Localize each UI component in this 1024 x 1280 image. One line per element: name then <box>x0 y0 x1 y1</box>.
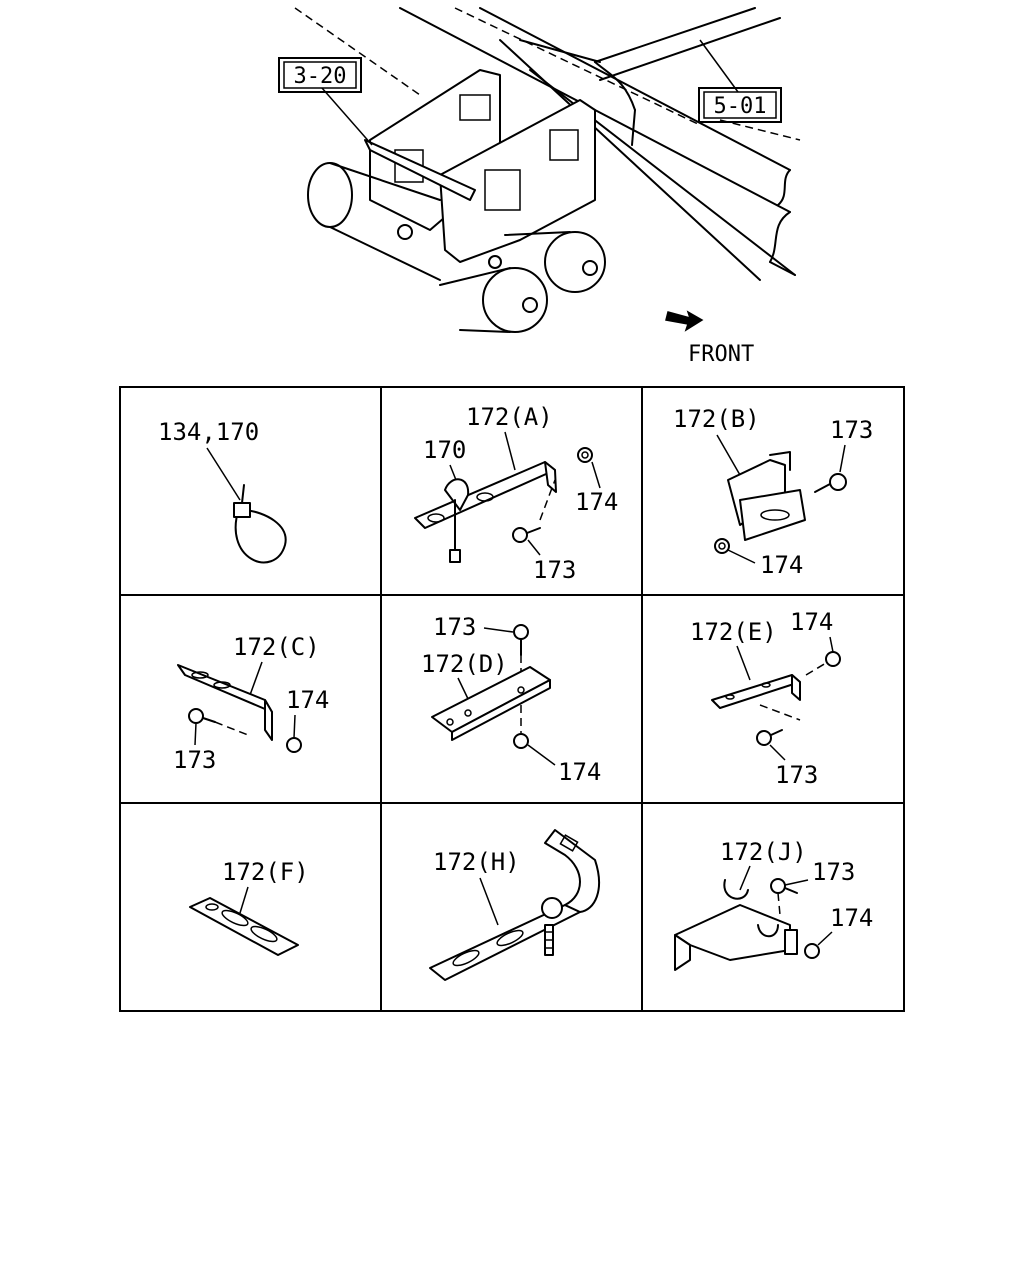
bracket-172-j-icon <box>674 879 798 971</box>
label-174: 174 <box>286 686 329 714</box>
cell-172-b: 172(B) 173 174 <box>673 405 873 579</box>
fitting-left <box>397 224 413 240</box>
bracket-172-d-icon <box>431 666 551 741</box>
label-173: 173 <box>830 416 873 444</box>
reference-box-5-01: 5-01 <box>698 87 782 123</box>
bracket-172-c-icon <box>177 664 273 741</box>
label-173: 173 <box>533 556 576 584</box>
bracket-172-e-icon <box>711 674 801 709</box>
cross-member <box>519 7 781 146</box>
centerline-3 <box>719 119 801 141</box>
cell-172-j: 172(J) 173 174 <box>674 838 873 971</box>
label-172-d: 172(D) <box>421 650 508 678</box>
label-174: 174 <box>558 758 601 786</box>
cable-tie-170-icon <box>444 478 470 563</box>
front-arrow-icon <box>665 310 704 332</box>
bolt-173-icon <box>513 624 529 656</box>
cell-172-c: 172(C) 174 173 <box>173 633 329 774</box>
centerline-2 <box>454 7 701 126</box>
overview-illustration: 3-20 5-01 FRONT <box>278 7 801 367</box>
label-174: 174 <box>575 488 618 516</box>
nut-174-icon <box>714 538 730 554</box>
cell-172-d: 173 172(D) 174 <box>421 613 601 786</box>
fitting-center <box>488 255 502 269</box>
label-172-e: 172(E) <box>690 618 777 646</box>
tank-right <box>504 231 606 293</box>
label-172-c: 172(C) <box>233 633 320 661</box>
nut-174-icon <box>577 447 593 463</box>
label-172-b: 172(B) <box>673 405 760 433</box>
bolt-173-icon <box>770 878 798 894</box>
parts-grid <box>119 386 905 1012</box>
cell-172-h: 172(H) <box>429 829 600 981</box>
leader-3-20 <box>321 87 373 146</box>
label-173: 173 <box>173 746 216 774</box>
label-174: 174 <box>790 608 833 636</box>
label-174: 174 <box>760 551 803 579</box>
nut-174-icon <box>286 737 302 753</box>
label-170: 170 <box>423 436 466 464</box>
ref-5-01-label: 5-01 <box>714 94 767 119</box>
cell-172-f: 172(F) <box>189 858 309 956</box>
tank-left <box>307 162 441 281</box>
bolt-173-icon <box>756 729 783 746</box>
bracket-172-a-icon <box>414 461 557 529</box>
leader-5-01 <box>699 39 739 93</box>
label-172-a: 172(A) <box>466 403 553 431</box>
label-134-170: 134,170 <box>158 418 259 446</box>
label-173: 173 <box>775 761 818 789</box>
nut-174-icon <box>825 651 841 667</box>
bracket-assembly <box>364 69 596 263</box>
label-172-j: 172(J) <box>720 838 807 866</box>
nut-174-icon <box>804 943 820 959</box>
nut-174-icon <box>513 733 529 749</box>
tank-front <box>439 267 548 333</box>
bracket-172-h-icon <box>429 829 600 981</box>
cell-134-170: 134,170 <box>158 418 287 564</box>
label-172-h: 172(H) <box>433 848 520 876</box>
front-label: FRONT <box>688 342 754 367</box>
bolt-173-icon <box>814 473 847 493</box>
label-174: 174 <box>830 904 873 932</box>
label-172-f: 172(F) <box>222 858 309 886</box>
label-173: 173 <box>433 613 476 641</box>
bracket-172-f-icon <box>189 897 299 956</box>
reference-box-3-20: 3-20 <box>278 57 362 93</box>
cell-172-e: 172(E) 174 173 <box>690 608 841 789</box>
ref-3-20-label: 3-20 <box>294 64 347 89</box>
cell-172-a: 172(A) 170 174 173 <box>414 403 618 584</box>
bracket-172-b-icon <box>727 451 806 541</box>
cable-tie-icon <box>233 484 287 564</box>
bolt-173-icon <box>512 527 541 543</box>
bolt-173-icon <box>188 708 216 724</box>
label-173: 173 <box>812 858 855 886</box>
